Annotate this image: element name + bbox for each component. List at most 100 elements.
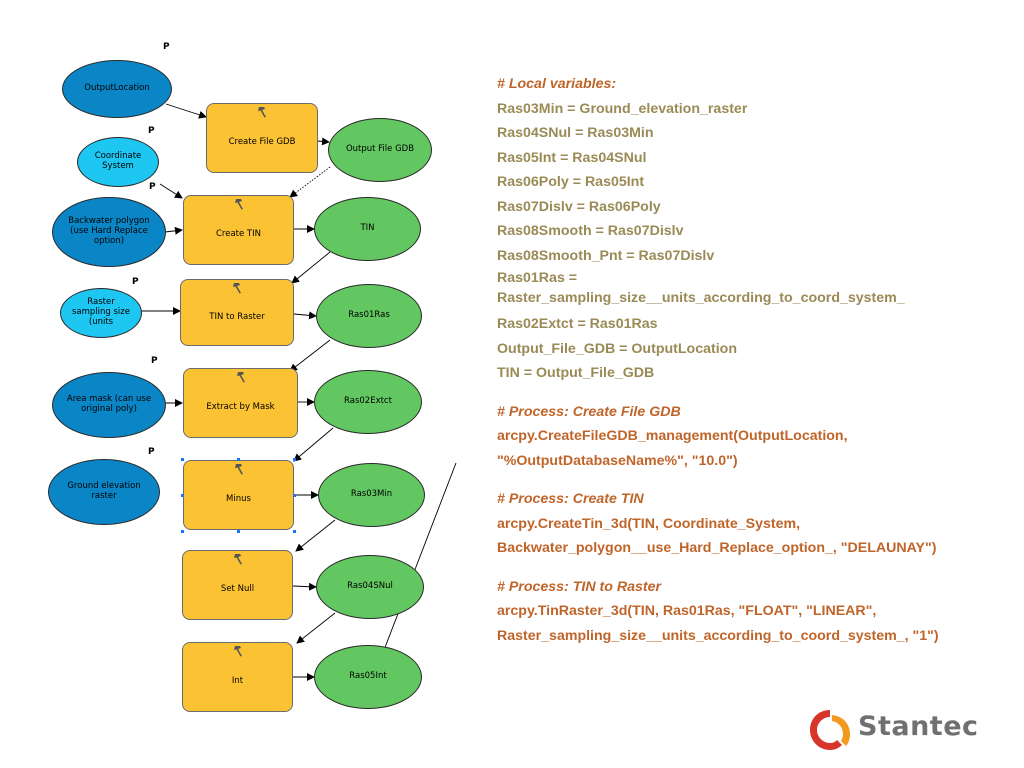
code-line: Ras08Smooth_Pnt = Ras07Dislv — [497, 247, 715, 264]
output-ras02extct[interactable]: Ras02Extct — [314, 370, 422, 434]
code-comment: # Process: Create File GDB — [497, 403, 681, 420]
output-ras05int[interactable]: Ras05Int — [314, 645, 422, 709]
connector — [291, 251, 331, 284]
connector — [289, 339, 331, 372]
code-line: arcpy.CreateTin_3d(TIN, Coordinate_Syste… — [497, 515, 801, 532]
node-label: Set Null — [220, 584, 255, 595]
output-tin[interactable]: TIN — [314, 197, 421, 261]
hammer-icon — [233, 554, 242, 565]
connector — [292, 582, 317, 591]
hammer-icon — [233, 283, 241, 294]
selection-handle[interactable] — [237, 458, 240, 461]
tool-create-file-gdb[interactable]: Create File GDB — [206, 103, 318, 173]
hammer-icon — [236, 372, 245, 383]
hammer-icon — [234, 199, 243, 210]
stantec-wordmark: Stantec — [858, 711, 979, 742]
node-label: Ras01Ras — [348, 310, 390, 321]
code-comment: # Process: Create TIN — [497, 491, 644, 507]
code-line: "%OutputDatabaseName%", "10.0") — [497, 452, 738, 469]
selection-handle[interactable] — [181, 530, 184, 533]
output-file-gdb[interactable]: Output File GDB — [328, 118, 432, 182]
stantec-logo-icon — [810, 710, 850, 750]
connector — [295, 519, 336, 552]
connector — [293, 311, 317, 320]
code-line: Ras08Smooth = Ras07Dislv — [497, 223, 684, 239]
code-line: Raster_sampling_size__units_according_to… — [497, 627, 939, 644]
node-label: Extract by Mask — [206, 402, 275, 413]
node-label: Backwater polygon (use Hard Replace opti… — [68, 216, 150, 246]
selection-handle[interactable] — [181, 458, 184, 461]
node-label: Raster sampling size (units — [71, 297, 130, 327]
connector — [293, 427, 334, 462]
code-line: arcpy.CreateFileGDB_management(OutputLoc… — [497, 428, 848, 444]
code-line: Output_File_GDB = OutputLocation — [497, 340, 737, 357]
node-label: TIN to Raster — [209, 311, 265, 322]
code-line: Ras02Extct = Ras01Ras — [497, 316, 658, 332]
code-line: Ras05Int = Ras04SNul — [497, 149, 647, 166]
parameter-label: P — [149, 182, 156, 192]
code-line: arcpy.TinRaster_3d(TIN, Ras01Ras, "FLOAT… — [497, 603, 877, 619]
connector — [316, 137, 330, 146]
selection-handle[interactable] — [293, 494, 296, 497]
node-label: Coordinate System — [94, 151, 142, 171]
node-label: Ras04SNul — [347, 581, 393, 592]
selection-handle[interactable] — [293, 530, 296, 533]
tool-tin-to-raster[interactable]: TIN to Raster — [180, 279, 294, 346]
selection-handle[interactable] — [293, 458, 296, 461]
node-label: Ground elevation raster — [67, 481, 141, 501]
code-line: Ras06Poly = Ras05Int — [497, 174, 645, 190]
node-label: Ras03Min — [350, 489, 393, 500]
input-coordinate-system[interactable]: Coordinate System — [77, 137, 159, 187]
tool-minus[interactable]: Minus — [183, 460, 294, 530]
connector — [159, 183, 183, 199]
output-ras03min[interactable]: Ras03Min — [318, 463, 425, 527]
parameter-label: P — [148, 126, 155, 136]
code-line: Raster_sampling_size__units_according_to… — [497, 290, 905, 306]
node-label: Output File GDB — [345, 144, 415, 155]
tool-int[interactable]: Int — [182, 642, 293, 712]
hammer-icon — [234, 464, 243, 475]
node-label: Int — [231, 676, 244, 687]
input-output-location[interactable]: OutputLocation — [62, 60, 172, 118]
code-line: Ras03Min = Ground_elevation_raster — [497, 100, 748, 117]
node-label: Create TIN — [215, 229, 261, 240]
code-line: Backwater_polygon__use_Hard_Replace_opti… — [497, 540, 937, 556]
connector — [296, 612, 336, 644]
code-line: Ras04SNul = Ras03Min — [497, 125, 654, 141]
selection-handle[interactable] — [181, 494, 184, 497]
tool-set-null[interactable]: Set Null — [182, 550, 293, 620]
python-code-block: # Local variables: Ras03Min = Ground_ele… — [497, 72, 997, 648]
input-backwater-polygon[interactable]: Backwater polygon (use Hard Replace opti… — [52, 197, 166, 267]
input-ground-elevation-raster[interactable]: Ground elevation raster — [48, 459, 160, 525]
tool-create-tin[interactable]: Create TIN — [183, 195, 294, 265]
node-label: Minus — [226, 494, 251, 505]
node-label: TIN — [360, 223, 375, 234]
output-ras01ras[interactable]: Ras01Ras — [316, 284, 422, 348]
connector — [164, 226, 183, 235]
input-area-mask[interactable]: Area mask (can use original poly) — [52, 372, 166, 438]
parameter-label: P — [148, 447, 155, 457]
code-comment: # Process: TIN to Raster — [497, 578, 662, 595]
code-line: Ras07Dislv = Ras06Poly — [497, 198, 661, 215]
input-raster-sampling-size[interactable]: Raster sampling size (units — [60, 288, 142, 338]
hammer-icon — [258, 107, 266, 118]
output-ras04snul[interactable]: Ras04SNul — [316, 555, 424, 619]
node-label: Create File GDB — [228, 137, 296, 148]
node-label: Ras02Extct — [344, 396, 392, 407]
tool-extract-by-mask[interactable]: Extract by Mask — [183, 368, 298, 438]
node-label: Ras05Int — [349, 671, 387, 682]
parameter-label: P — [151, 356, 158, 366]
code-line: Ras01Ras = — [497, 270, 578, 286]
code-line: TIN = Output_File_GDB — [497, 365, 655, 381]
connector — [289, 166, 331, 198]
selection-handle[interactable] — [237, 530, 240, 533]
connector — [383, 462, 457, 651]
parameter-label: P — [163, 42, 170, 52]
node-label: OutputLocation — [84, 83, 150, 94]
connector — [165, 103, 207, 119]
node-label: Area mask (can use original poly) — [66, 394, 152, 414]
code-comment: # Local variables: — [497, 76, 617, 92]
hammer-icon — [233, 646, 242, 657]
parameter-label: P — [132, 277, 139, 287]
